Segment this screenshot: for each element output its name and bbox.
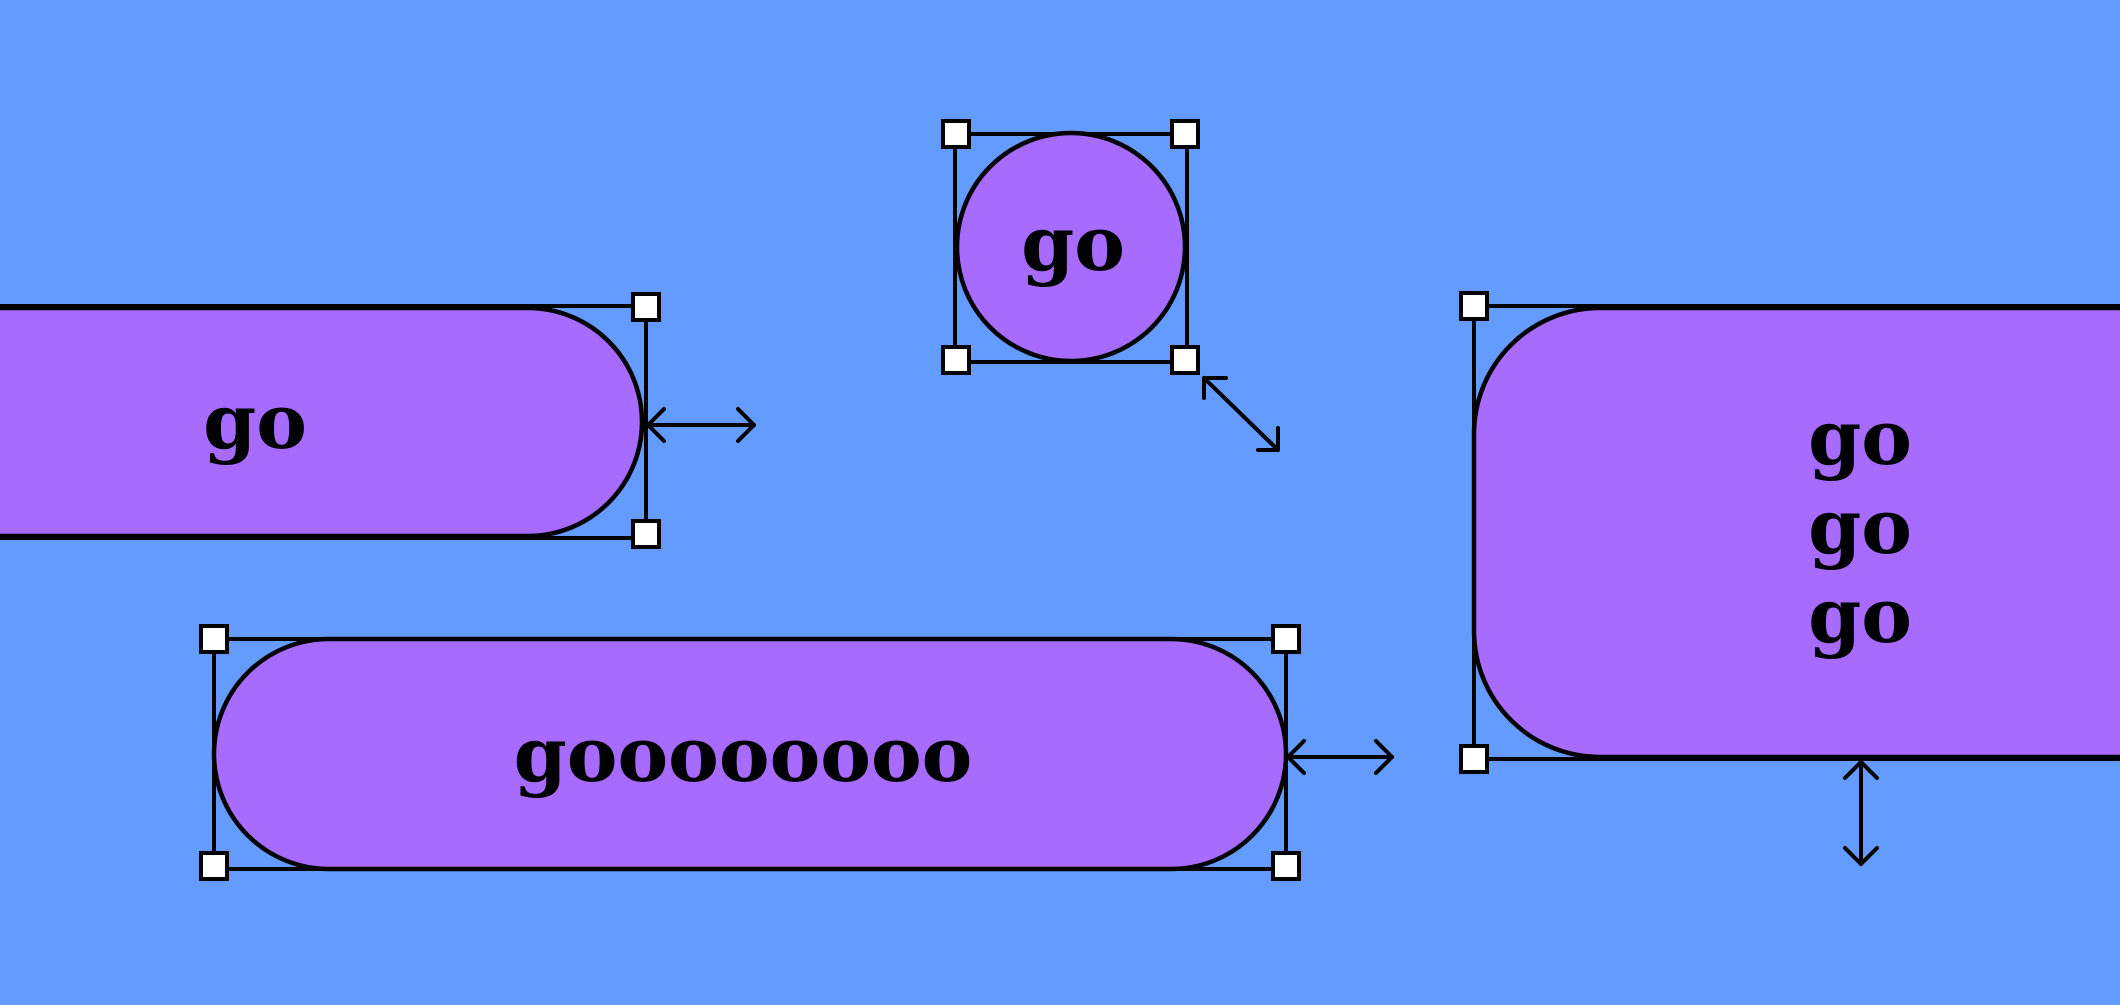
tall-right-label-line-2: go [1808, 482, 1912, 571]
pill-wide-body[interactable] [211, 636, 1289, 872]
circle-top-label: go [1021, 199, 1125, 288]
resize-handle-bottom-left[interactable] [199, 851, 229, 881]
resize-handle-top-right[interactable] [1271, 624, 1301, 654]
resize-handle-bottom-left[interactable] [941, 345, 971, 375]
resize-handle-top-right[interactable] [631, 292, 661, 322]
circle-top-shape[interactable]: go [941, 119, 1280, 452]
resize-handle-top-left[interactable] [1459, 291, 1489, 321]
vertical-resize-arrow-icon [1843, 760, 1879, 866]
pill-left-shape[interactable]: go [0, 292, 756, 549]
circle-top-body[interactable] [954, 130, 1188, 364]
horizontal-resize-arrow-icon [646, 407, 756, 443]
pill-wide-shape[interactable]: goooooooo [199, 624, 1394, 881]
pill-wide-label: goooooooo [514, 710, 973, 799]
pill-left-label: go [203, 377, 307, 466]
tall-right-label-line-3: go [1808, 571, 1912, 660]
resize-handle-bottom-right[interactable] [631, 519, 661, 549]
diagonal-resize-arrow-icon [1202, 376, 1280, 452]
resize-handle-top-right[interactable] [1170, 119, 1200, 149]
tall-right-label-line-1: go [1808, 393, 1912, 482]
resize-handle-top-left[interactable] [199, 624, 229, 654]
pill-left-body[interactable] [0, 305, 645, 539]
horizontal-resize-arrow-icon [1286, 739, 1394, 775]
tall-right-shape[interactable]: go go go [1459, 291, 2120, 866]
resize-handle-top-left[interactable] [941, 119, 971, 149]
resize-handle-bottom-right[interactable] [1271, 851, 1301, 881]
resize-handle-bottom-right[interactable] [1170, 345, 1200, 375]
tall-right-body[interactable] [1471, 305, 2120, 760]
resize-handle-bottom-left[interactable] [1459, 744, 1489, 774]
